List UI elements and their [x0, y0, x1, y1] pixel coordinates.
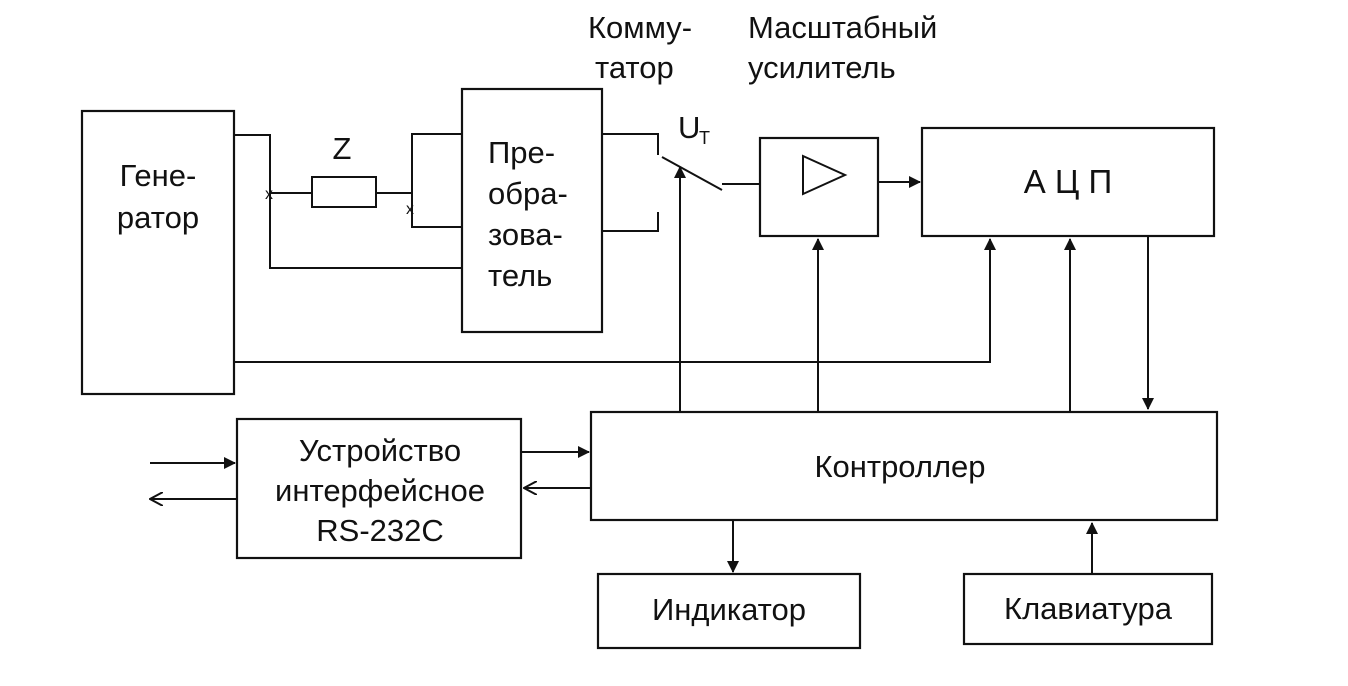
converter-output-upper [602, 133, 659, 155]
amplifier-block [758, 136, 880, 238]
interface-label-line2: интерфейсное [275, 473, 485, 508]
terminal-mark-right: x [406, 201, 414, 218]
generator-label-line2: ратор [117, 200, 199, 235]
converter-label-line2: обра- [488, 176, 568, 211]
converter-label-line1: Пре- [488, 135, 555, 170]
interface-label-line1: Устройство [299, 433, 461, 468]
keyboard-label: Клавиатура [1004, 591, 1173, 626]
impedance-label: Z [333, 131, 352, 166]
terminal-mark-left: x [265, 186, 273, 203]
generator-to-adc-line [234, 238, 996, 363]
converter-label-line4: тель [488, 258, 552, 293]
amplifier-caption-line2: усилитель [748, 50, 896, 85]
controller-label: Контроллер [814, 449, 985, 484]
commutator-switch: U Т [602, 110, 760, 232]
interface-block: Устройство интерфейсное RS-232C [235, 417, 523, 560]
controller-block: Контроллер [589, 410, 1219, 522]
adc-block: А Ц П [920, 126, 1216, 238]
converter-label-line3: зова- [488, 217, 563, 252]
switch-blade [661, 156, 723, 191]
impedance-z-resistor [311, 176, 377, 208]
test-voltage-subscript: Т [699, 128, 710, 148]
converter-input-leads [411, 133, 462, 228]
generator-block: Гене- ратор [80, 109, 236, 396]
adc-label: А Ц П [1024, 163, 1112, 200]
amplifier-triangle-icon [802, 154, 848, 196]
generator-lead-upper [234, 134, 462, 269]
amplifier-caption-line1: Масштабный [748, 10, 937, 45]
converter-output-lower [602, 212, 659, 232]
indicator-label: Индикатор [652, 592, 806, 627]
commutator-caption-line2: татор [595, 50, 674, 85]
test-voltage-label: U [678, 110, 700, 145]
interface-label-line3: RS-232C [316, 513, 444, 548]
generator-label-line1: Гене- [120, 158, 197, 193]
keyboard-block: Клавиатура [962, 572, 1214, 646]
commutator-caption-line1: Комму- [588, 10, 692, 45]
impedance-circuit: x x Z [234, 131, 462, 269]
indicator-block: Индикатор [596, 572, 862, 650]
converter-block: Пре- обра- зова- тель [460, 87, 604, 334]
